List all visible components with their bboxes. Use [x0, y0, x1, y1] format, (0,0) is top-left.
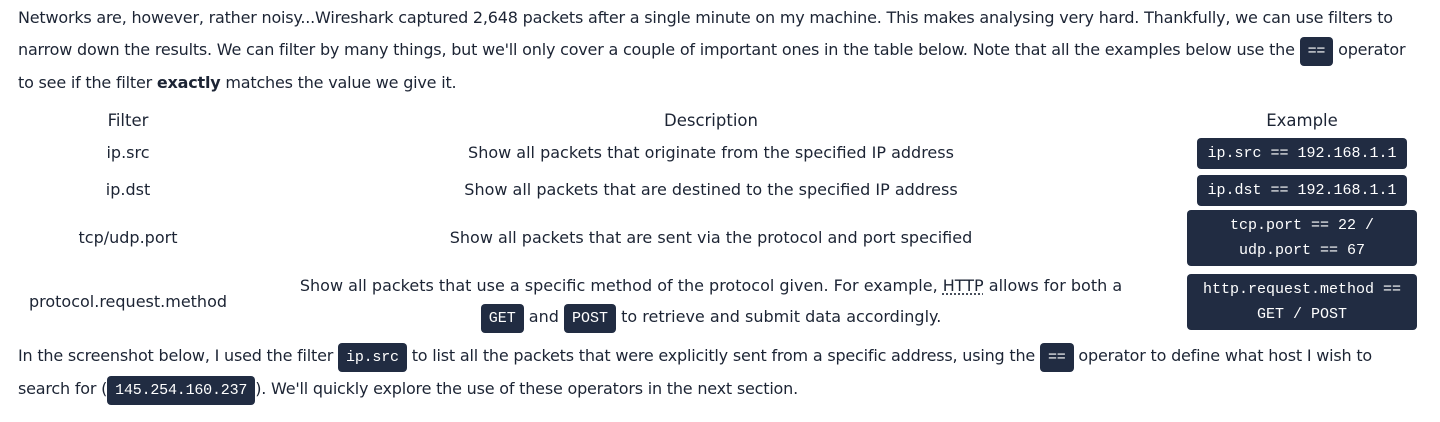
table-row: tcp/udp.port Show all packets that are se… — [16, 208, 1422, 268]
description-cell: Show all packets that are destined to th… — [464, 179, 958, 199]
outro-paragraph: In the screenshot below, I used the filt… — [18, 340, 1422, 407]
inline-code: == — [1299, 36, 1334, 66]
header-description: Description — [664, 110, 758, 130]
example-code: ip.src == 192.168.1.1 — [1197, 137, 1407, 169]
inline-code: == — [1039, 342, 1074, 372]
table-row: ip.src Show all packets that originate fr… — [16, 134, 1422, 171]
http-abbreviation[interactable]: HTTP — [942, 275, 984, 295]
article-body: Networks are, however, rather noisy...Wi… — [16, 8, 1422, 407]
inline-code: POST — [564, 303, 617, 333]
inline-code: GET — [480, 303, 524, 333]
table-row: ip.dst Show all packets that are destined… — [16, 171, 1422, 208]
description-cell: Show all packets that are sent via the p… — [449, 228, 973, 247]
inline-code: ip.src — [338, 342, 407, 372]
header-example: Example — [1266, 110, 1338, 130]
example-code: ip.dst == 192.168.1.1 — [1197, 174, 1407, 206]
intro-paragraph: Networks are, however, rather noisy...Wi… — [18, 8, 1406, 92]
inline-code: 145.254.160.237 — [107, 376, 256, 405]
description-cell: Show all packets that originate from the… — [468, 142, 954, 162]
filter-cell: protocol.request.method — [28, 292, 228, 311]
header-filter: Filter — [107, 110, 149, 130]
example-code: http.request.method == GET / POST — [1187, 273, 1417, 330]
table-row: protocol.request.method Show all packets … — [16, 268, 1422, 336]
table-header-row: Filter Description Example — [16, 107, 1422, 134]
filter-cell: ip.src — [106, 142, 150, 162]
example-code: tcp.port == 22 / udp.port == 67 — [1187, 209, 1417, 266]
filter-cell: tcp/udp.port — [78, 228, 178, 247]
emphasis: exactly — [156, 73, 221, 92]
filter-cell: ip.dst — [105, 179, 151, 199]
description-cell: Show all packets that use a specific met… — [240, 268, 1182, 336]
